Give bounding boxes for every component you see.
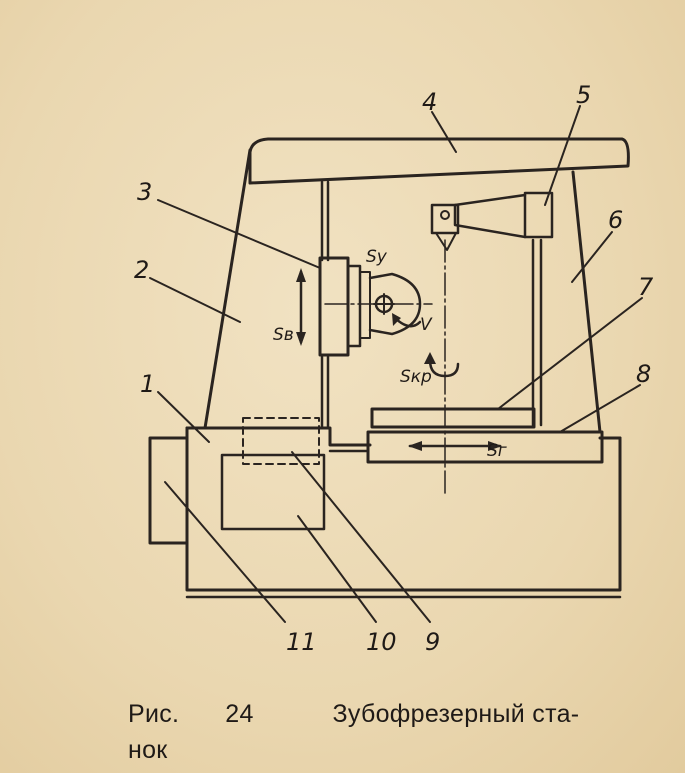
column (203, 148, 330, 430)
callout-10: 10 (366, 628, 397, 656)
callout-8: 8 (636, 360, 651, 388)
leader-lines (149, 105, 643, 623)
motion-arrows (296, 268, 502, 451)
label-sy: Sy (366, 247, 388, 267)
caption-prefix: Рис. (128, 700, 180, 728)
hob-carriage (318, 256, 422, 357)
caption-number: 24 (225, 700, 254, 728)
callout-9: 9 (425, 628, 440, 656)
caption-text: Зубофрезерный ста- (332, 700, 580, 728)
dashed-mechanism (242, 417, 320, 465)
figure-caption: Рис. 24 Зубофрезерный ста- нок (128, 696, 648, 768)
bed (185, 426, 622, 599)
callout-5: 5 (576, 81, 591, 109)
top-beam (248, 137, 630, 185)
gear-hobbing-machine-diagram: 1 2 3 4 5 6 7 8 9 10 11 Sy Sв V Sкр Sг (134, 81, 654, 656)
callout-1: 1 (140, 370, 155, 398)
callout-3: 3 (137, 178, 152, 206)
callout-11: 11 (286, 628, 317, 656)
label-sv: Sв (273, 325, 294, 345)
back-stand (531, 170, 602, 434)
label-skr: Sкр (400, 367, 432, 387)
side-drive-box (148, 436, 189, 545)
callout-7: 7 (638, 273, 654, 301)
table-saddle (328, 430, 604, 464)
caption-text-continued: нок (128, 736, 168, 764)
callout-6: 6 (608, 206, 623, 234)
support-bracket (430, 191, 554, 251)
callout-numbers: 1 2 3 4 5 6 7 8 9 10 11 (134, 81, 654, 656)
gearbox (220, 453, 326, 531)
callout-4: 4 (422, 88, 437, 116)
motion-labels: Sy Sв V Sкр Sг (273, 247, 507, 461)
label-sg: Sг (487, 441, 507, 461)
work-table (370, 407, 536, 429)
label-v: V (420, 315, 433, 335)
axis-lines (324, 239, 446, 496)
callout-2: 2 (134, 256, 149, 284)
